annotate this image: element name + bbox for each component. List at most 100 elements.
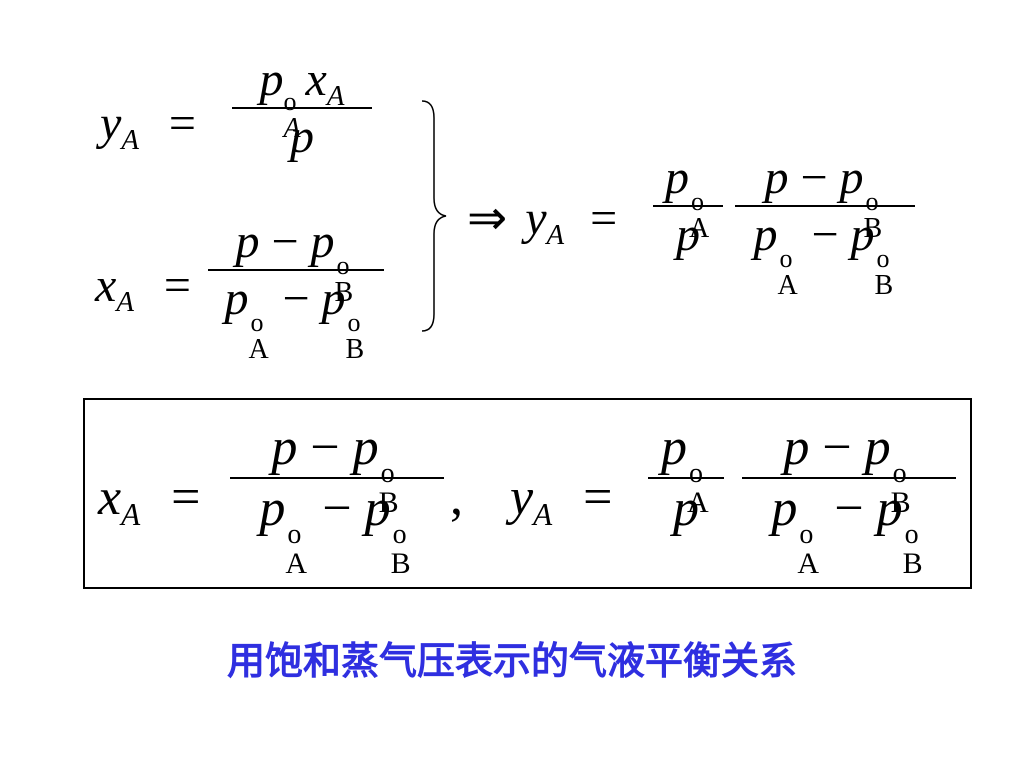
boxed-fraction-pa-over-p: p o A p: [648, 418, 724, 538]
ya-symbol: y: [100, 97, 122, 150]
boxed-xa-lhs: xA =: [98, 468, 201, 532]
p-symbol: p: [839, 151, 864, 204]
denominator: p o A − p o B: [753, 207, 896, 301]
subscript-a: A: [689, 213, 710, 244]
p-symbol: p: [352, 419, 379, 476]
p-symbol: p: [764, 151, 789, 204]
degree-mark: o: [287, 519, 302, 550]
x-symbol: x: [305, 53, 327, 106]
minus-sign: −: [282, 272, 310, 325]
degree-mark: o: [892, 458, 907, 489]
subscript-b: B: [390, 547, 411, 580]
subscript-b: B: [863, 213, 883, 244]
subscript-b: B: [890, 486, 911, 519]
subscript-a: A: [283, 113, 301, 144]
degree-mark: o: [904, 519, 919, 550]
ya-subscript: A: [121, 124, 139, 157]
numerator: p o A: [665, 150, 711, 244]
denominator: p: [290, 109, 314, 164]
degree-mark: o: [392, 519, 407, 550]
p-symbol: p: [771, 480, 798, 537]
boxed-fraction-xa: p − p o B p o A − p o B: [230, 418, 444, 580]
equals-sign: =: [583, 469, 613, 526]
minus-sign: −: [271, 215, 299, 268]
fraction-xa-def: p − p o B p o A − p o B: [208, 214, 384, 365]
p-symbol: p: [864, 419, 891, 476]
equals-sign: =: [171, 469, 201, 526]
p-symbol: p: [271, 419, 298, 476]
xa-symbol: x: [98, 469, 122, 526]
fraction-xa-in-ya: p − p o B p o A − p o B: [735, 150, 915, 301]
ya-symbol: y: [510, 469, 534, 526]
xa-symbol: x: [95, 259, 117, 312]
equals-sign: =: [168, 97, 196, 150]
denominator: p o A − p o B: [224, 271, 367, 365]
fraction-bar: [653, 205, 723, 207]
ya-subscript: A: [546, 219, 565, 252]
p-symbol: p: [321, 272, 346, 325]
fraction-ya-def: p o A xA p: [232, 52, 372, 164]
p-symbol: p: [673, 480, 699, 537]
degree-mark: o: [347, 308, 361, 337]
fraction-bar: [742, 477, 956, 479]
numerator: p o A xA: [259, 52, 345, 144]
degree-mark: o: [876, 244, 890, 273]
summary-box: [83, 398, 972, 589]
fraction-pa-over-p: p o A p: [653, 150, 723, 262]
subscript-a: A: [687, 486, 709, 519]
boxed-ya-lhs: , yA =: [450, 468, 613, 532]
equals-sign: =: [590, 192, 618, 245]
denominator: p o A − p o B: [259, 479, 414, 580]
p-symbol: p: [224, 272, 249, 325]
degree-mark: o: [691, 187, 704, 216]
subscript-b: B: [874, 270, 894, 301]
minus-sign: −: [822, 419, 852, 476]
equals-sign: =: [163, 259, 191, 312]
fraction-bar: [232, 107, 372, 109]
degree-mark: o: [250, 308, 264, 337]
ya-subscript: A: [533, 496, 553, 532]
minus-sign: −: [322, 480, 352, 537]
subscript-a: A: [248, 334, 269, 365]
subscript-b: B: [345, 334, 365, 365]
numerator: p − p o B: [271, 418, 402, 519]
minus-sign: −: [811, 208, 839, 261]
p-symbol: p: [290, 110, 314, 163]
p-symbol: p: [676, 208, 700, 261]
eq-xa-definition: xA =: [95, 258, 191, 318]
p-symbol: p: [661, 419, 687, 476]
implies-arrow: ⇒: [467, 192, 508, 245]
denominator: p o A − p o B: [771, 479, 926, 580]
minus-sign: −: [834, 480, 864, 537]
p-symbol: p: [364, 480, 391, 537]
minus-sign: −: [800, 151, 828, 204]
subscript-a: A: [777, 270, 798, 301]
p-symbol: p: [665, 151, 689, 204]
subscript-b: B: [334, 277, 354, 308]
xa-subscript: A: [116, 286, 134, 319]
degree-mark: o: [283, 87, 297, 116]
eq-implication: ⇒ yA =: [467, 190, 618, 251]
fraction-bar: [735, 205, 915, 207]
subscript-b: B: [902, 547, 923, 580]
right-brace: [421, 100, 447, 332]
boxed-fraction-xa-in-ya: p − p o B p o A − p o B: [742, 418, 956, 580]
degree-mark: o: [865, 187, 879, 216]
numerator: p o A: [661, 418, 711, 519]
subscript-a: A: [797, 547, 819, 580]
comma: ,: [450, 469, 463, 526]
numerator: p − p o B: [783, 418, 914, 519]
degree-mark: o: [799, 519, 814, 550]
subscript-b: B: [378, 486, 399, 519]
eq-ya-definition: yA =: [100, 96, 196, 156]
ya-symbol: y: [525, 192, 547, 245]
degree-mark: o: [689, 458, 703, 489]
p-symbol: p: [850, 208, 875, 261]
xa-subscript: A: [121, 496, 141, 532]
denominator: p: [673, 479, 699, 538]
subscript-a: A: [326, 80, 345, 113]
p-symbol: p: [259, 53, 284, 106]
fraction-bar: [230, 477, 444, 479]
p-symbol: p: [876, 480, 903, 537]
p-symbol: p: [259, 480, 286, 537]
